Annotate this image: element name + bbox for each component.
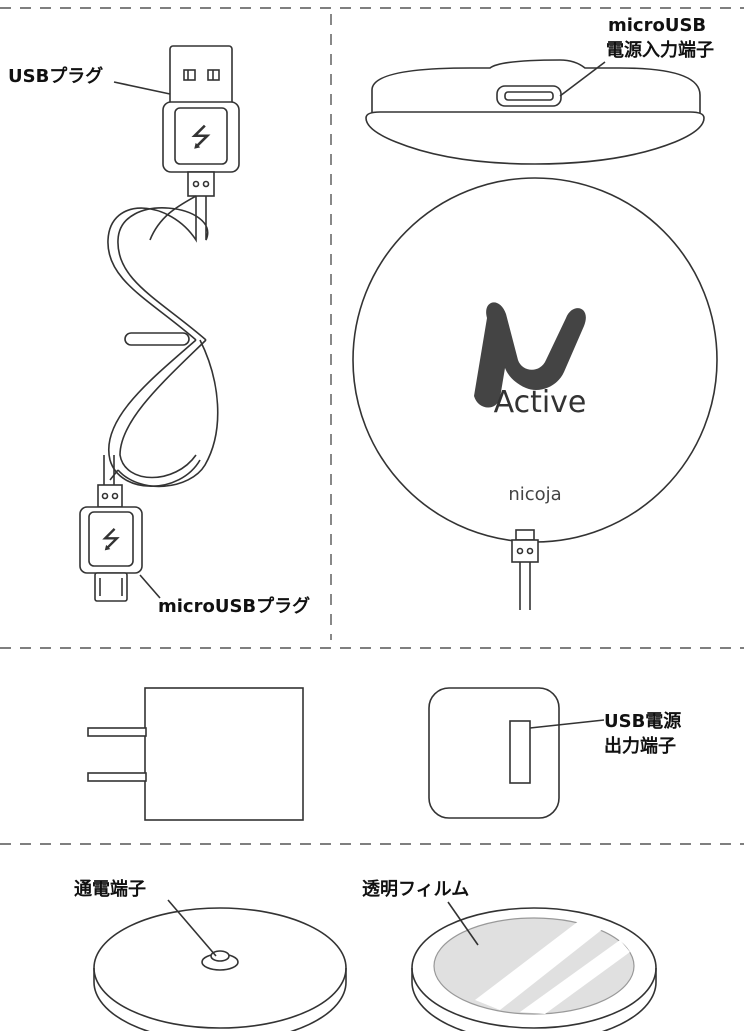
usb-power-port-leader bbox=[529, 719, 605, 729]
usb-cable-illustration: ⭍ ⭍ bbox=[79, 45, 240, 602]
svg-text:⭍: ⭍ bbox=[190, 123, 212, 153]
section-dividers bbox=[0, 7, 744, 845]
usb-power-port-label-line1: USB電源 bbox=[604, 710, 681, 732]
usb-plug-label: USBプラグ bbox=[8, 65, 103, 87]
contact-terminal-label: 通電端子 bbox=[74, 879, 146, 900]
micro-usb-plug-leader bbox=[139, 574, 161, 599]
product-name-text: Active bbox=[494, 385, 587, 420]
usb-power-port-label-line2: 出力端子 bbox=[604, 735, 676, 757]
usb-plug-leader bbox=[113, 81, 171, 95]
micro-usb-port-label-line2: 電源入力端子 bbox=[606, 39, 714, 61]
charger-top-view: Active nicoja bbox=[352, 177, 718, 610]
transparent-film-leader bbox=[447, 901, 479, 946]
brand-logo-text: nicoja bbox=[508, 484, 561, 505]
transparent-film-label: 透明フィルム bbox=[362, 879, 469, 900]
contact-pad-illustration bbox=[93, 907, 347, 1031]
micro-usb-port-label-line1: microUSB bbox=[608, 15, 706, 36]
micro-usb-plug-label: microUSBプラグ bbox=[158, 595, 310, 617]
ac-adapter-front-view bbox=[428, 687, 560, 819]
charger-side-view bbox=[365, 59, 705, 165]
svg-text:⭍: ⭍ bbox=[101, 526, 121, 554]
ac-adapter-side-view bbox=[87, 687, 304, 821]
film-pad-illustration bbox=[411, 907, 657, 1031]
micro-usb-port-leader bbox=[559, 61, 606, 97]
mu-logo-icon bbox=[474, 302, 586, 408]
contact-terminal-leader bbox=[167, 899, 217, 957]
